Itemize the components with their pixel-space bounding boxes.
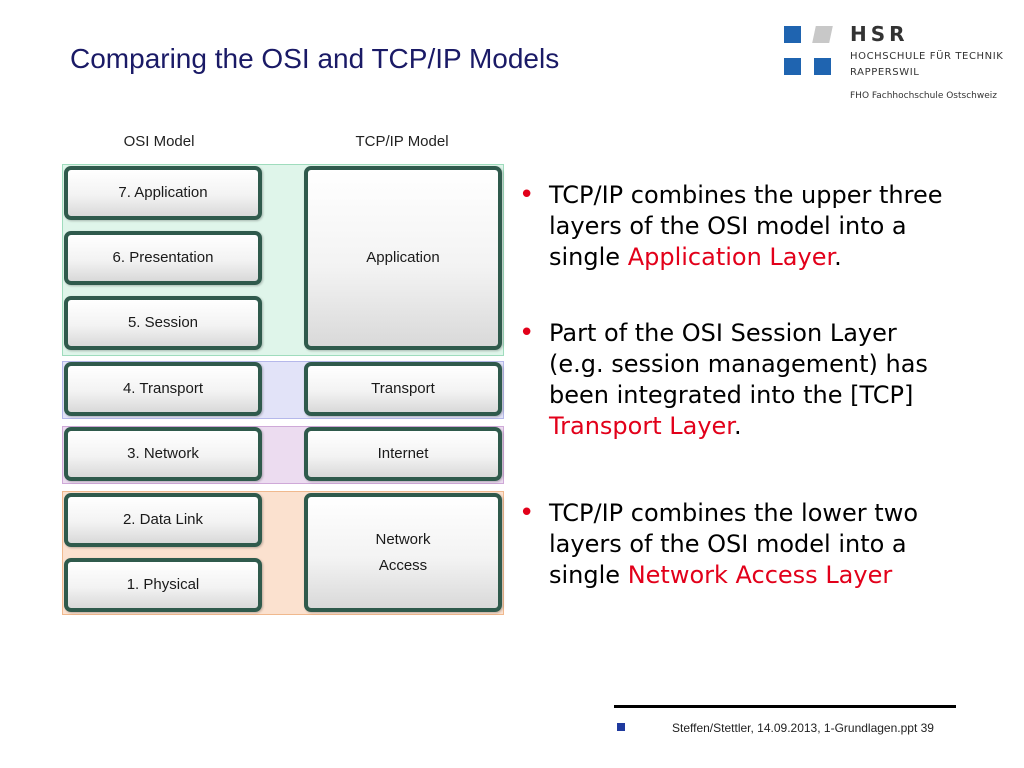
logo-subtitle-line3: FHO Fachhochschule Ostschweiz	[850, 91, 997, 101]
tcp-layer-internet: Internet	[304, 427, 502, 481]
hsr-logo: HSR HOCHSCHULE FÜR TECHNIK RAPPERSWIL FH…	[784, 22, 1016, 102]
bullet-dot-icon: •	[519, 180, 535, 210]
highlight-text: Application Layer	[627, 243, 835, 271]
highlight-text: Network Access Layer	[627, 561, 893, 589]
logo-wordmark: HSR	[850, 22, 909, 46]
tcp-layer-transport: Transport	[304, 362, 502, 416]
tcp-column-title: TCP/IP Model	[355, 133, 449, 150]
bullet-dot-icon: •	[519, 498, 535, 528]
bullet-dot-icon: •	[519, 318, 535, 348]
osi-layer-network: 3. Network	[64, 427, 262, 481]
footer-text: Steffen/Stettler, 14.09.2013, 1-Grundlag…	[672, 721, 934, 735]
osi-column-title: OSI Model	[123, 133, 195, 150]
logo-square-icon	[812, 26, 833, 43]
logo-square-icon	[814, 58, 831, 75]
tcp-layer-network-access: Network Access	[304, 493, 502, 612]
bullet-item: •Part of the OSI Session Layer (e.g. ses…	[519, 318, 928, 440]
footer-square-icon	[617, 723, 625, 731]
logo-square-icon	[784, 26, 801, 43]
footer-divider	[614, 705, 956, 708]
osi-layer-physical: 1. Physical	[64, 558, 262, 612]
slide-title: Comparing the OSI and TCP/IP Models	[70, 43, 560, 74]
osi-layer-data-link: 2. Data Link	[64, 493, 262, 547]
highlight-text: Transport Layer	[549, 412, 734, 440]
logo-subtitle-line2: RAPPERSWIL	[850, 67, 920, 78]
osi-layer-presentation: 6. Presentation	[64, 231, 262, 285]
osi-layer-application: 7. Application	[64, 166, 262, 220]
bullet-item: •TCP/IP combines the lower two layers of…	[519, 498, 918, 589]
osi-layer-transport: 4. Transport	[64, 362, 262, 416]
logo-square-icon	[784, 58, 801, 75]
logo-subtitle-line1: HOCHSCHULE FÜR TECHNIK	[850, 51, 1004, 62]
osi-layer-session: 5. Session	[64, 296, 262, 350]
bullet-item: •TCP/IP combines the upper three layers …	[519, 180, 943, 271]
tcp-layer-application: Application	[304, 166, 502, 350]
